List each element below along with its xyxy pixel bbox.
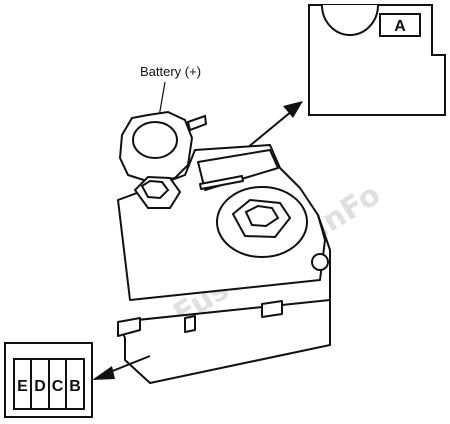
- inset-fuse-a-label: A: [394, 18, 406, 35]
- battery-positive-terminal: [118, 110, 208, 184]
- fuse-box-base-slot-left: [184, 315, 196, 333]
- fuse-box-base-slot-right: [261, 300, 283, 318]
- inset-fuse-a: A: [308, 4, 446, 116]
- fuse-box-base-lip: [117, 317, 141, 337]
- fuse-label-b: B: [69, 378, 81, 395]
- fuse-label-e: E: [17, 378, 28, 395]
- fuse-label-d: D: [34, 378, 46, 395]
- battery-label: Battery (+): [140, 64, 201, 79]
- terminal-nut-left: [133, 175, 182, 209]
- fuse-label-c: C: [52, 378, 64, 395]
- fuse-box-base: [117, 299, 331, 384]
- fuse-box-side-lip: [317, 214, 331, 300]
- terminal-cap-top: [132, 121, 178, 159]
- terminal-stud: [186, 114, 208, 132]
- fuse-box-slot: [199, 175, 244, 190]
- fuse-box-right-flange: [311, 253, 329, 271]
- inset-fuse-bottom: [4, 342, 93, 418]
- terminal-nut-right: [216, 186, 308, 258]
- arrow-to-inset-bottom: [92, 355, 151, 380]
- inset-fuse-a-cutout: [321, 4, 379, 36]
- inset-fuse-a-label-box: [379, 13, 421, 37]
